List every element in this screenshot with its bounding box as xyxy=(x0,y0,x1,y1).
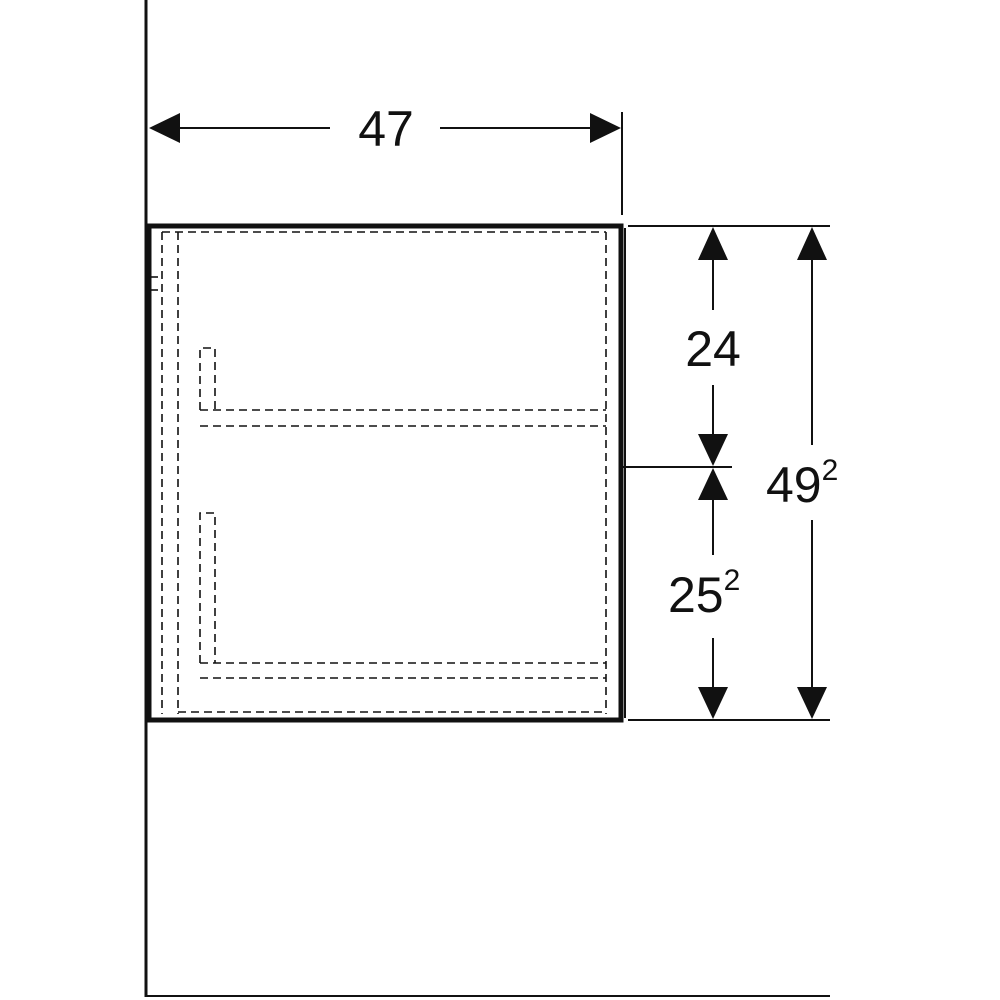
lower-drawer-handle xyxy=(199,512,216,663)
upper-height-dimension xyxy=(698,227,728,466)
upper-height-label: 24 xyxy=(685,321,741,377)
upper-drawer-handle xyxy=(199,347,216,410)
total-height-label: 492 xyxy=(766,454,838,513)
width-dimension xyxy=(149,112,623,215)
lower-height-dimension xyxy=(698,468,728,719)
total-height-dimension xyxy=(797,227,827,719)
width-label: 47 xyxy=(358,101,414,157)
hidden-lines xyxy=(150,231,607,714)
lower-height-label: 252 xyxy=(668,564,740,623)
extension-lines xyxy=(620,225,830,721)
cabinet xyxy=(146,223,626,723)
